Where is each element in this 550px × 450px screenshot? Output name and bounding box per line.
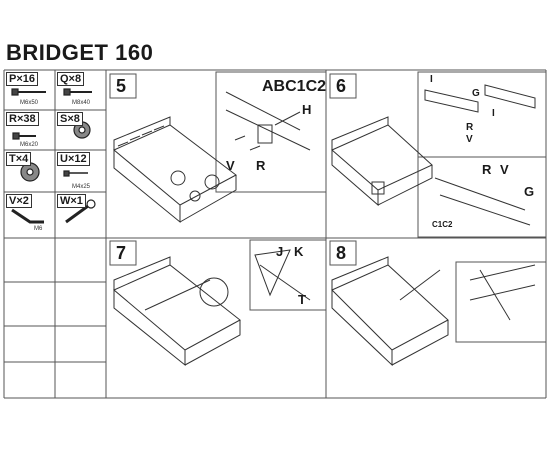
step-6-callout-r-top: R	[466, 122, 474, 133]
document-title: BRIDGET 160	[6, 40, 154, 65]
step-5-callout-v: V	[226, 158, 235, 173]
step-7-number: 7	[116, 243, 127, 263]
part-s-label: S×8	[57, 112, 83, 126]
step-6-callout-i-top: I	[430, 74, 433, 85]
part-q-label: Q×8	[57, 72, 85, 86]
step-7-callout-t: T	[298, 292, 306, 307]
part-q-size: M8x40	[72, 100, 91, 106]
part-p-label: P×16	[6, 72, 38, 86]
step-5-callout-abc1c2: ABC1C2	[262, 78, 327, 95]
part-r-label: R×38	[6, 112, 39, 126]
step-6-callout-i-right: I	[492, 108, 495, 119]
step-6-callout-g: G	[524, 184, 535, 199]
part-w-label: W×1	[57, 194, 86, 208]
part-p-size: M6x50	[20, 100, 39, 106]
step-7-callout-k: K	[294, 244, 304, 259]
part-v-label: V×2	[6, 194, 32, 208]
part-u-size: M4x25	[72, 184, 91, 190]
part-v-size: M6	[34, 226, 43, 232]
part-u-label: U×12	[57, 152, 90, 166]
step-5-number: 5	[116, 76, 127, 96]
part-r-size: M6x20	[20, 142, 39, 148]
step-8-number: 8	[336, 243, 347, 263]
step-7-callout-j: J	[276, 244, 284, 259]
step-6-callout-v: V	[500, 162, 509, 177]
step-6-callout-c1c2: C1C2	[432, 220, 453, 229]
step-6-callout-g-top: G	[472, 88, 480, 99]
step-5-callout-h: H	[302, 102, 312, 117]
step-6-callout-v-top: V	[466, 134, 473, 145]
part-t-label: T×4	[6, 152, 32, 166]
step-5-callout-r: R	[256, 158, 266, 173]
step-6-number: 6	[336, 76, 347, 96]
step-6-callout-r: R	[482, 162, 492, 177]
